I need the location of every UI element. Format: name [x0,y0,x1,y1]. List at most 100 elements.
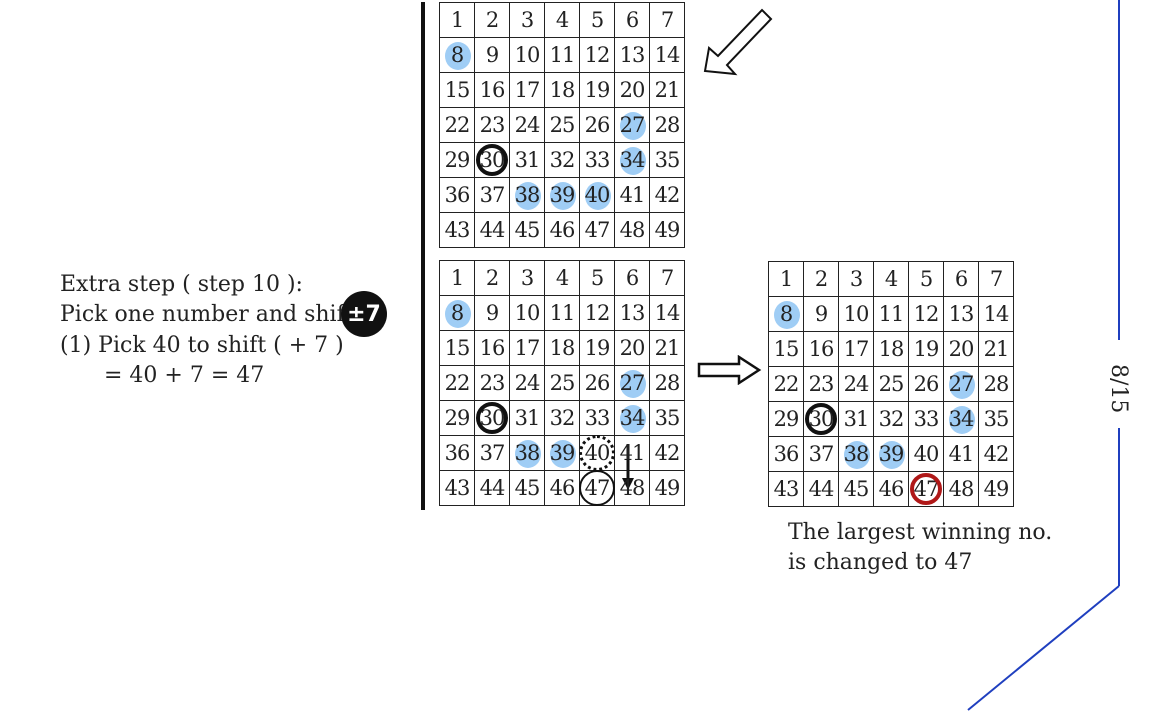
grid-cell: 10 [839,297,874,332]
grid-cell: 41 [615,436,650,471]
cell-number: 28 [654,371,681,395]
grid-cell: 29 [769,402,804,437]
cell-number: 48 [948,477,975,501]
grid-cell: 22 [769,367,804,402]
grid-cell: 23 [804,367,839,402]
cell-number: 18 [549,78,576,102]
grid-cell: 7 [650,3,685,38]
highlight-dot [550,182,576,210]
cell-number: 11 [549,43,576,67]
grid-cell: 23 [475,108,510,143]
grid-cell: 12 [580,38,615,73]
highlight-dot [949,406,975,434]
grid-cell: 26 [580,108,615,143]
grid-cell: 33 [580,143,615,178]
cell-number: 17 [514,336,541,360]
cell-number: 19 [584,78,611,102]
grid-cell: 34 [615,401,650,436]
cell-number: 47 [584,218,611,242]
grid-cell: 2 [475,3,510,38]
cell-number: 28 [654,113,681,137]
grid-cell: 21 [650,73,685,108]
cell-number: 14 [983,302,1010,326]
cell-number: 33 [913,407,940,431]
cell-number: 31 [514,406,541,430]
grid-cell: 11 [874,297,909,332]
cell-number: 6 [625,8,639,32]
cell-number: 16 [808,337,835,361]
cell-number: 3 [849,267,863,291]
ring-red-marker [910,473,942,505]
cell-number: 1 [450,8,464,32]
cell-number: 46 [549,476,576,500]
cell-number: 20 [619,78,646,102]
cell-number: 46 [549,218,576,242]
cell-number: 40 [913,442,940,466]
grid-cell: 10 [510,38,545,73]
grid-cell: 48 [615,471,650,506]
cell-number: 8 [779,302,793,326]
grid-cell: 36 [440,436,475,471]
cell-number: 44 [479,476,506,500]
grid-cell: 40 [580,178,615,213]
grid-cell: 25 [874,367,909,402]
grid-cell: 23 [475,366,510,401]
grid-cell: 49 [650,471,685,506]
highlight-dot [620,370,646,398]
cell-number: 7 [660,266,674,290]
grid-cell: 18 [874,332,909,367]
cell-number: 49 [654,218,681,242]
grid-cell: 44 [804,472,839,507]
grid-cell: 25 [545,108,580,143]
grid-cell: 19 [580,73,615,108]
cell-number: 8 [450,43,464,67]
result-line-1: The largest winning no. [788,520,1053,545]
cell-number: 10 [514,43,541,67]
grid-cell: 47 [580,213,615,248]
cell-number: 27 [619,113,646,137]
cell-number: 42 [983,442,1010,466]
cell-number: 12 [584,301,611,325]
grid-cell: 49 [979,472,1014,507]
cell-number: 15 [444,336,471,360]
cell-number: 32 [878,407,905,431]
cell-number: 39 [549,183,576,207]
cell-number: 45 [843,477,870,501]
grid-cell: 29 [440,401,475,436]
grid-cell: 30 [475,401,510,436]
grid-cell: 36 [440,178,475,213]
grid-cell: 42 [979,437,1014,472]
grid-cell: 46 [874,472,909,507]
ring-black-marker [476,402,508,434]
shift-badge: ±7 [341,291,387,337]
highlight-dot [445,42,471,70]
grid-cell: 32 [545,401,580,436]
grid-cell: 9 [475,296,510,331]
grid-cell: 39 [545,436,580,471]
grid-cell: 18 [545,331,580,366]
grid-cell: 7 [979,262,1014,297]
grid-cell: 42 [650,436,685,471]
cell-number: 41 [619,183,646,207]
grid-cell: 43 [769,472,804,507]
cell-number: 24 [514,113,541,137]
cell-number: 23 [479,371,506,395]
cell-number: 49 [654,476,681,500]
grid-cell: 48 [615,213,650,248]
cell-number: 20 [619,336,646,360]
cell-number: 46 [878,477,905,501]
cell-number: 4 [884,267,898,291]
grid-cell: 20 [615,331,650,366]
cell-number: 24 [514,371,541,395]
cell-number: 1 [779,267,793,291]
cell-number: 31 [514,148,541,172]
grid-cell: 40 [909,437,944,472]
grid-cell: 27 [615,108,650,143]
cell-number: 22 [773,372,800,396]
highlight-dot [445,300,471,328]
highlight-dot [620,405,646,433]
cell-number: 11 [878,302,905,326]
cell-number: 38 [514,441,541,465]
cell-number: 17 [514,78,541,102]
grid-cell: 19 [580,331,615,366]
